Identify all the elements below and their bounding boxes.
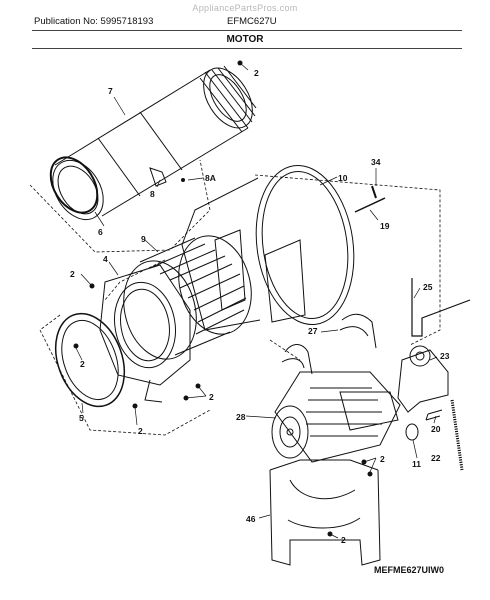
callout-22: 22 [431,453,441,463]
callout-46: 46 [246,514,256,524]
callout-28: 28 [236,412,246,422]
callout-2-f: 2 [380,454,385,464]
drive-motor [271,371,401,463]
screw [371,185,377,199]
model-number: EFMC627U [227,16,277,27]
callout-7: 7 [108,86,113,96]
callout-6: 6 [98,227,103,237]
callout-2-c: 2 [80,359,85,369]
publication-number: Publication No: 5995718193 [34,16,154,27]
header-rule-bottom [32,48,462,49]
callout-4: 4 [103,254,108,264]
motor-mount [269,459,381,566]
clip [149,167,167,187]
bolt-pin [354,197,386,213]
callout-20: 20 [431,424,441,434]
idler-spring [450,399,464,471]
callout-10: 10 [338,173,348,183]
callout-2-b: 2 [70,269,75,279]
callout-25: 25 [423,282,433,292]
callout-5: 5 [79,413,84,423]
callout-11: 11 [412,459,421,469]
callout-2-g: 2 [341,535,346,545]
section-title: MOTOR [226,34,264,45]
seal-ring [54,312,126,408]
idler-pulley [405,423,419,441]
diagram-code: MEFME627UIW0 [374,565,445,575]
callout-19: 19 [380,221,390,231]
bent-rod [411,278,471,337]
blower-housing [181,164,355,331]
watermark: AppliancePartsPros.com [192,3,298,13]
duct-tube [52,65,257,221]
assembly-outline [29,159,441,436]
callout-2-e: 2 [138,426,143,436]
callout-27: 27 [308,326,318,336]
front-plate [99,264,191,403]
callout-34: 34 [371,157,381,167]
header-rule-top [32,30,462,31]
leader-lines [75,62,438,539]
callout-8a: 8A [205,173,216,183]
idler-bracket [397,345,449,413]
fastener-markers [73,60,373,537]
gasket-ring [49,156,99,214]
motor-straps [281,313,377,375]
callout-8: 8 [150,189,155,199]
callout-2-a: 2 [254,68,259,78]
callout-9: 9 [141,234,146,244]
blower-wheel [123,235,252,360]
callout-labels: 2 7 8A 8 6 10 34 19 9 2 4 25 27 5 2 23 2… [70,68,450,545]
callout-23: 23 [440,351,450,361]
callout-2-d: 2 [209,392,214,402]
bolt [425,409,443,421]
